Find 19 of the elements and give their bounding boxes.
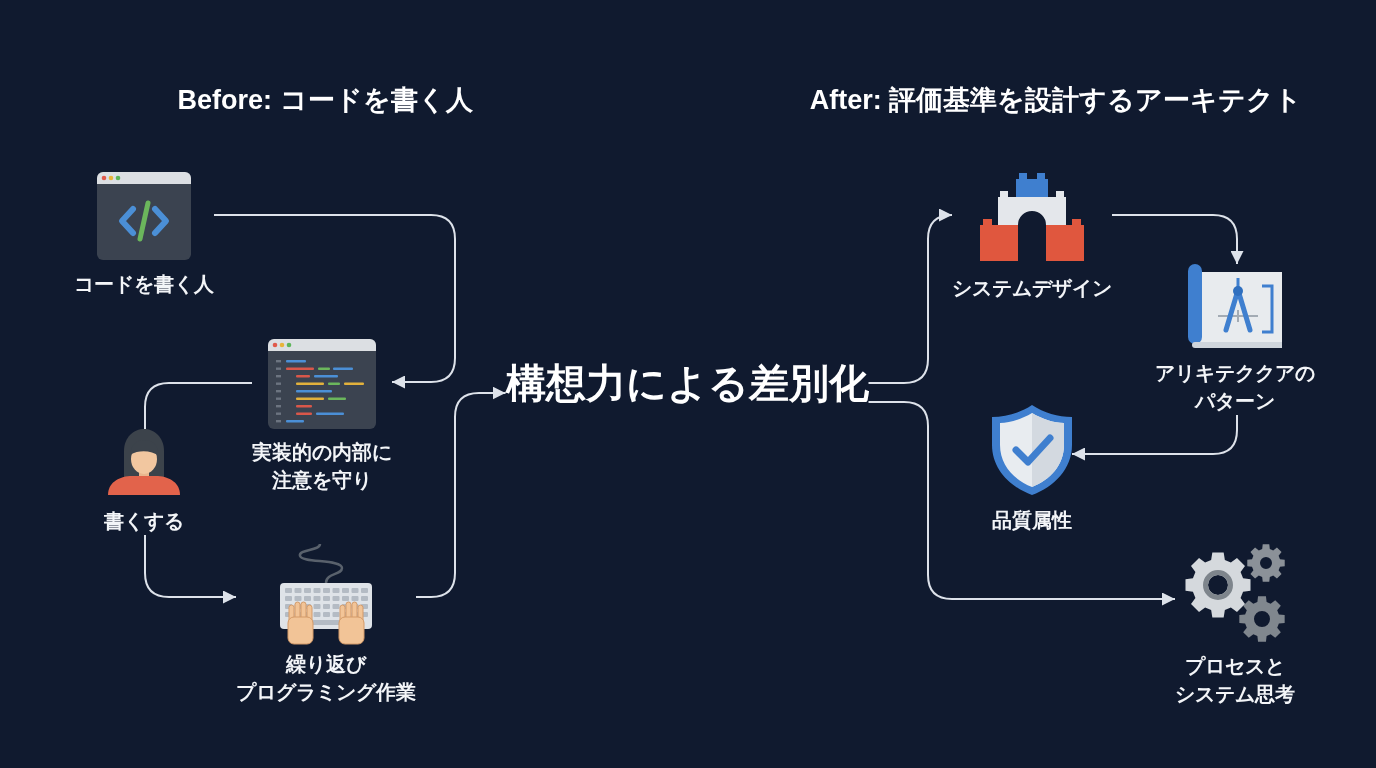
section-heading: After: 評価基準を設計するアーキテクト xyxy=(809,84,1303,117)
node-label: コードを書く人 xyxy=(74,271,214,298)
arrow xyxy=(415,386,507,598)
arrow xyxy=(1111,214,1244,265)
node-label: 実装的の内部に注意を守り xyxy=(252,439,392,494)
node-label: 繰り返びプログラミング作業 xyxy=(236,651,416,706)
node-label: 書くする xyxy=(104,508,184,535)
node-label: 品質属性 xyxy=(992,507,1072,534)
node-label: プロセスとシステム思考 xyxy=(1175,653,1295,708)
concept-heading: 構想力による差別化 xyxy=(505,359,869,407)
arrow xyxy=(867,209,953,384)
node-label: アリキテククアのパターン xyxy=(1155,360,1315,415)
arrow xyxy=(213,214,456,389)
node-label: システムデザイン xyxy=(952,275,1112,302)
arrow xyxy=(867,401,1176,606)
arrow xyxy=(144,534,237,604)
connector-line xyxy=(144,382,253,430)
arrow xyxy=(1071,414,1238,461)
section-heading: Before: コードを書く人 xyxy=(177,84,473,117)
